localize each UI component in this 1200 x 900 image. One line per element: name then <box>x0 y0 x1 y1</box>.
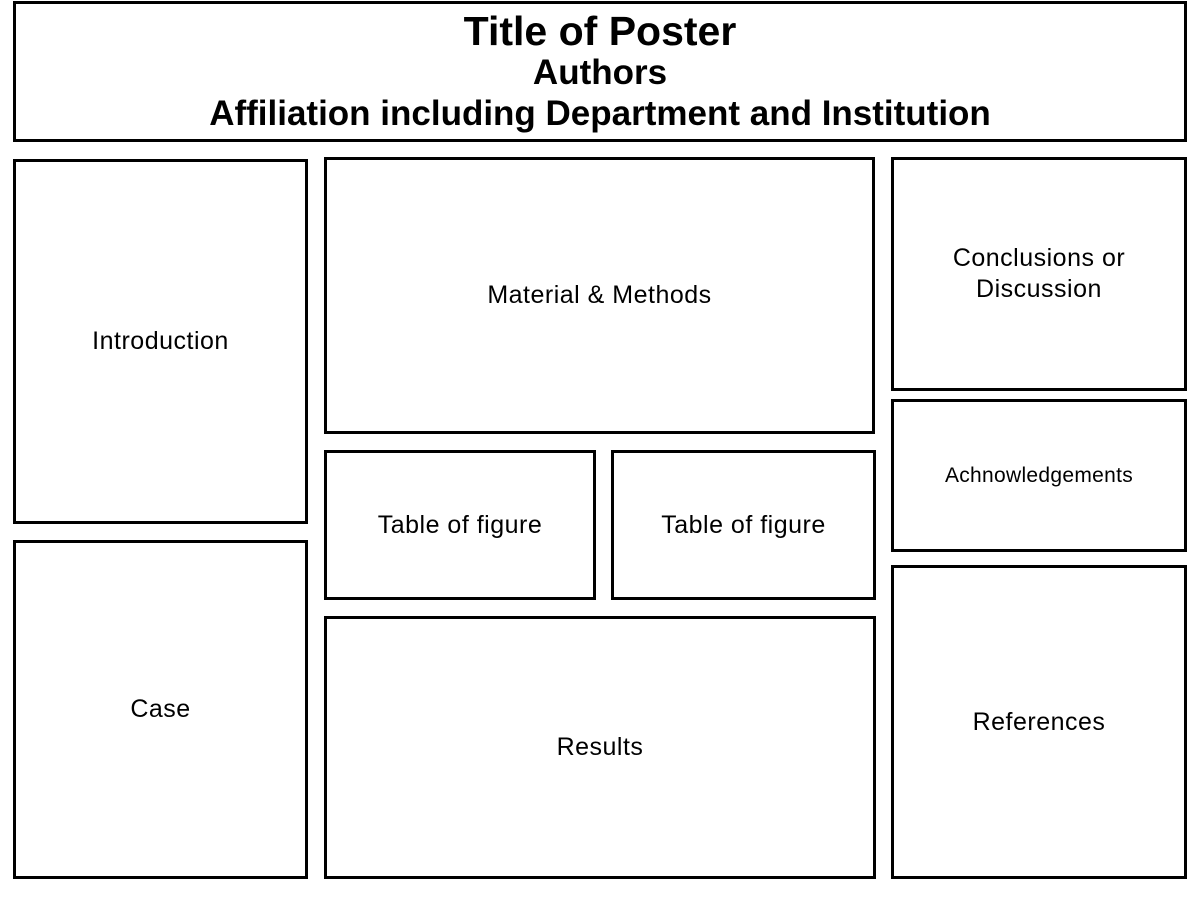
poster-header: Title of Poster Authors Affiliation incl… <box>13 1 1187 142</box>
references-label: References <box>972 707 1106 736</box>
results-label: Results <box>556 733 644 761</box>
table-of-figure-section-1: Table of figure <box>324 450 596 600</box>
acknowledgements-label: Achnowledgements <box>944 464 1134 487</box>
table-of-figure-section-2: Table of figure <box>611 450 876 600</box>
material-methods-section: Material & Methods <box>324 157 875 434</box>
material-methods-label: Material & Methods <box>487 281 712 309</box>
results-section: Results <box>324 616 876 879</box>
poster-authors: Authors <box>532 52 668 92</box>
case-section: Case <box>13 540 308 879</box>
conclusions-section: Conclusions or Discussion <box>891 157 1187 391</box>
table-of-figure-label-1: Table of figure <box>377 510 543 539</box>
introduction-label: Introduction <box>92 327 229 355</box>
conclusions-label: Conclusions or Discussion <box>952 244 1126 303</box>
references-section: References <box>891 565 1187 879</box>
introduction-section: Introduction <box>13 159 308 524</box>
poster-affiliation: Affiliation including Department and Ins… <box>209 93 991 133</box>
acknowledgements-section: Achnowledgements <box>891 399 1187 552</box>
poster-title: Title of Poster <box>463 7 737 54</box>
case-label: Case <box>130 695 191 723</box>
table-of-figure-label-2: Table of figure <box>661 510 826 539</box>
